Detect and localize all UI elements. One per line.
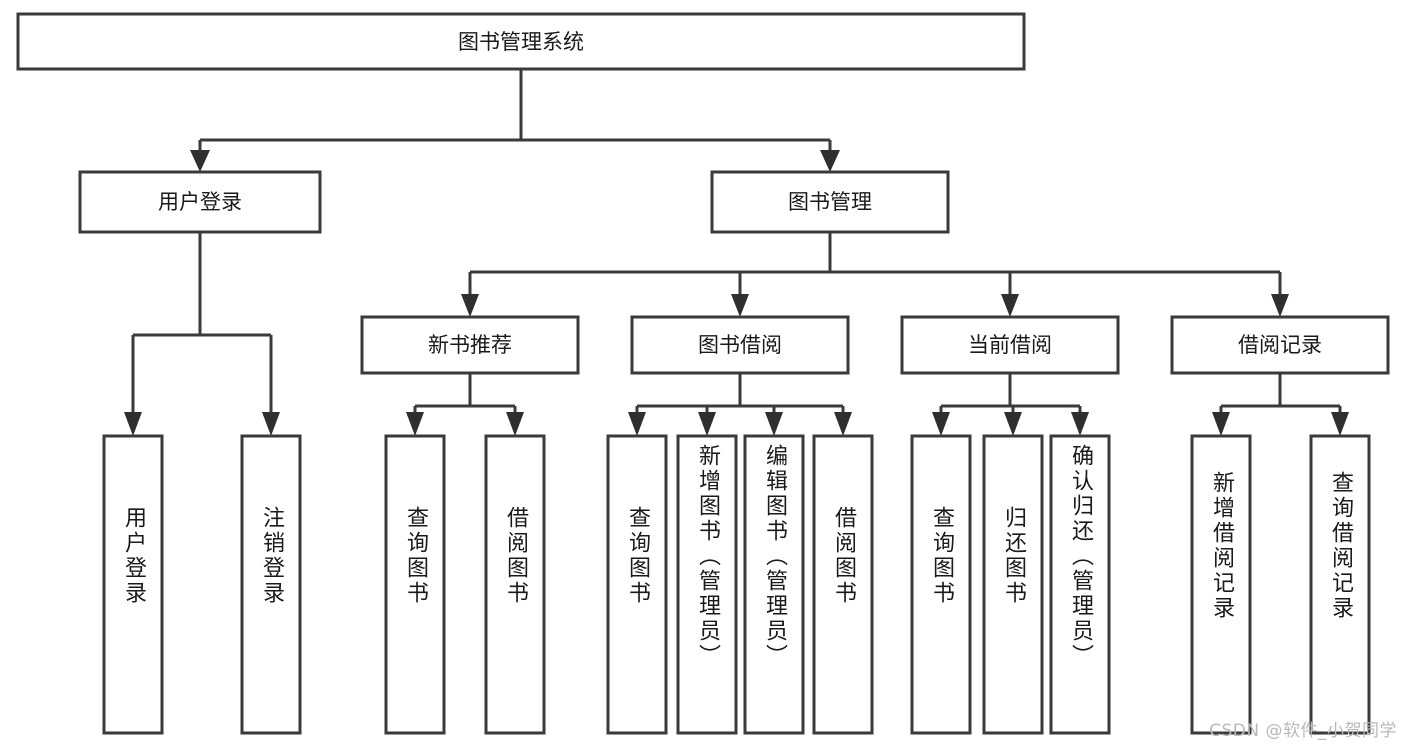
connector-group-borrow-records-to-leaves xyxy=(1212,373,1349,436)
arrowhead-leaf-query-book-borrow xyxy=(628,412,646,436)
node-leaf-query-book-borrow-box[interactable] xyxy=(606,434,668,735)
node-leaf-query-book-recommend-box[interactable] xyxy=(384,434,446,735)
arrowhead-leaf-add-borrow-record xyxy=(1212,412,1230,436)
arrowhead-leaf-user-logout xyxy=(262,412,280,436)
node-current-borrow[interactable]: 当前借阅 xyxy=(900,315,1120,375)
node-user-login[interactable]: 用户登录 xyxy=(78,170,322,234)
node-leaf-add-book-box[interactable] xyxy=(676,434,738,735)
arrowhead-leaf-query-borrow-record xyxy=(1331,412,1349,436)
node-leaf-user-logout-box[interactable] xyxy=(240,434,302,735)
connector-group-root-to-level1 xyxy=(190,69,840,172)
arrowhead-leaf-confirm-return xyxy=(1071,412,1089,436)
connector-group-current-borrow-to-leaves xyxy=(932,373,1089,436)
arrowhead-leaf-query-book-recommend xyxy=(406,412,424,436)
node-root-box[interactable] xyxy=(16,12,1026,71)
node-current-borrow-box[interactable] xyxy=(900,315,1120,375)
node-book-management-box[interactable] xyxy=(710,170,950,234)
arrowhead-borrow-records xyxy=(1271,294,1289,317)
node-leaf-query-book-current-box[interactable] xyxy=(910,434,972,735)
arrowhead-leaf-return-book xyxy=(1004,412,1022,436)
node-root[interactable]: 图书管理系统 xyxy=(16,12,1026,71)
node-current-borrow-label: 当前借阅 xyxy=(968,333,1052,357)
arrowhead-leaf-borrow-book-recommend xyxy=(506,412,524,436)
node-book-borrow[interactable]: 图书借阅 xyxy=(630,315,850,375)
node-borrow-records-box[interactable] xyxy=(1170,315,1390,375)
node-leaf-borrow-book-box[interactable] xyxy=(812,434,874,735)
node-leaf-add-borrow-record-box[interactable] xyxy=(1190,434,1252,735)
arrowhead-book-management xyxy=(820,150,840,172)
node-borrow-records-label: 借阅记录 xyxy=(1238,333,1322,357)
node-new-book-recommend-box[interactable] xyxy=(360,315,580,375)
node-user-login-label: 用户登录 xyxy=(158,190,242,214)
node-leaf-user-login-box[interactable] xyxy=(102,434,164,735)
node-book-borrow-label: 图书借阅 xyxy=(698,333,782,357)
node-root-label: 图书管理系统 xyxy=(458,30,584,54)
node-book-management[interactable]: 图书管理 xyxy=(710,170,950,234)
node-leaf-return-book-box[interactable] xyxy=(982,434,1044,735)
node-borrow-records[interactable]: 借阅记录 xyxy=(1170,315,1390,375)
node-leaf-query-borrow-record-box[interactable] xyxy=(1309,434,1371,735)
watermark-text: CSDN @软件_小贺同学 xyxy=(1209,721,1397,741)
arrowhead-leaf-user-login xyxy=(124,412,142,436)
arrowhead-book-borrow xyxy=(731,294,749,317)
arrowhead-leaf-edit-book xyxy=(765,412,783,436)
node-book-borrow-box[interactable] xyxy=(630,315,850,375)
arrowhead-new-book-recommend xyxy=(461,294,479,317)
connector-group-new-book-recommend-to-leaves xyxy=(406,373,524,436)
connector-group-book-management-to-level2 xyxy=(461,232,1289,317)
node-book-management-label: 图书管理 xyxy=(788,190,872,214)
arrowhead-current-borrow xyxy=(1001,294,1019,317)
node-user-login-box[interactable] xyxy=(78,170,322,234)
arrowhead-user-login xyxy=(190,150,210,172)
node-leaf-borrow-book-recommend-box[interactable] xyxy=(484,434,546,735)
node-leaf-edit-book-box[interactable] xyxy=(743,434,805,735)
node-new-book-recommend[interactable]: 新书推荐 xyxy=(360,315,580,375)
node-new-book-recommend-label: 新书推荐 xyxy=(428,333,512,357)
arrowhead-leaf-borrow-book xyxy=(834,412,852,436)
connector-group-book-borrow-to-leaves xyxy=(628,373,852,436)
node-leaf-confirm-return-box[interactable] xyxy=(1049,434,1111,735)
arrowhead-leaf-query-book-current xyxy=(932,412,950,436)
connector-group-user-login-to-leaves xyxy=(124,232,280,436)
arrowhead-leaf-add-book xyxy=(698,412,716,436)
